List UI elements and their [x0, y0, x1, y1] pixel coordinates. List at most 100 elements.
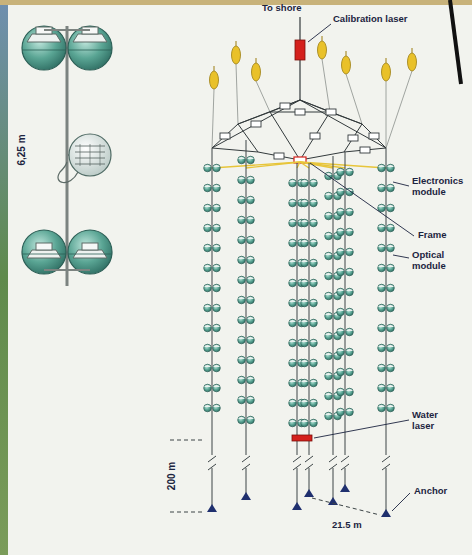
optical-module-symbol — [337, 168, 345, 176]
module-cap — [247, 257, 254, 259]
anchor-symbol — [340, 484, 350, 492]
module-cap — [247, 177, 254, 179]
optical-module-symbol — [378, 404, 386, 412]
housing — [36, 243, 52, 250]
module-cap — [387, 285, 394, 287]
optical-module-symbol — [325, 192, 333, 200]
optical-module-symbol — [204, 304, 212, 312]
module-cap — [378, 385, 385, 387]
optical-module-symbol — [378, 164, 386, 172]
module-cap — [325, 273, 332, 275]
module-cap — [346, 169, 353, 171]
break-mark — [341, 456, 349, 462]
optical-module-symbol — [289, 379, 297, 387]
part-label: Electronics module — [412, 176, 468, 198]
module-cap — [213, 385, 220, 387]
optical-module-symbol — [213, 204, 221, 212]
buoy-stem — [214, 66, 215, 71]
optical-module-symbol — [204, 244, 212, 252]
buoy-rope — [346, 74, 362, 124]
anchor-symbol — [328, 497, 338, 505]
optical-module-symbol — [310, 419, 318, 427]
module-cap — [238, 357, 245, 359]
optical-module-symbol — [68, 26, 112, 70]
module-cap — [310, 220, 317, 222]
frame-bar — [212, 124, 238, 148]
buoy-rope — [236, 64, 238, 124]
module-cap — [238, 217, 245, 219]
electronics-rack — [90, 144, 91, 166]
optical-module-symbol — [213, 184, 221, 192]
optical-module-symbol — [204, 184, 212, 192]
electronics-module-symbol — [360, 147, 370, 153]
optical-module-symbol — [247, 396, 255, 404]
module-cap — [325, 333, 332, 335]
yellow-link — [212, 162, 300, 168]
optical-module-symbol — [337, 228, 345, 236]
module-cap — [247, 337, 254, 339]
buoy-symbol — [318, 36, 327, 59]
module-cap — [204, 285, 211, 287]
optical-module-symbol — [247, 376, 255, 384]
optical-module-symbol — [213, 384, 221, 392]
optical-module-symbol — [325, 252, 333, 260]
optical-module-symbol — [378, 244, 386, 252]
electronics-module-symbol — [274, 153, 284, 159]
module-cap — [310, 240, 317, 242]
module-cap — [238, 397, 245, 399]
optical-module-symbol — [238, 376, 246, 384]
buoy-symbol — [408, 48, 417, 71]
calibration-laser-symbol — [295, 40, 305, 60]
optical-module-symbol — [213, 344, 221, 352]
optical-module-symbol — [238, 416, 246, 424]
optical-module-symbol — [238, 276, 246, 284]
optical-module-symbol — [247, 156, 255, 164]
module-cap — [247, 357, 254, 359]
optical-module-symbol — [346, 248, 354, 256]
module-cap — [378, 285, 385, 287]
optical-module-symbol — [346, 288, 354, 296]
optical-module-symbol — [325, 232, 333, 240]
module-cap — [301, 340, 308, 342]
buoy-rope — [386, 81, 387, 148]
water-laser-symbol — [292, 435, 312, 441]
optical-module-symbol — [289, 279, 297, 287]
frame-bar — [300, 112, 330, 160]
bracket — [44, 29, 90, 31]
module-cap — [378, 205, 385, 207]
module-cap — [387, 325, 394, 327]
part-label: Optical module — [412, 250, 468, 272]
optical-module-symbol — [204, 224, 212, 232]
optical-module-symbol — [346, 328, 354, 336]
electronics-module-symbol — [348, 135, 358, 141]
module-cap — [387, 205, 394, 207]
string-cable — [345, 468, 346, 486]
module-cap — [346, 369, 353, 371]
optical-module-symbol — [301, 199, 309, 207]
optical-module-symbol — [378, 284, 386, 292]
optical-module-symbol — [387, 344, 395, 352]
sphere-equator — [22, 254, 66, 255]
module-cap — [204, 225, 211, 227]
module-cap — [289, 420, 296, 422]
module-cap — [204, 385, 211, 387]
optical-module-symbol — [213, 364, 221, 372]
optical-module-symbol — [22, 26, 66, 70]
frame-bar — [238, 124, 258, 152]
optical-module-symbol — [310, 259, 318, 267]
optical-module-symbol — [378, 324, 386, 332]
optical-module-symbol — [325, 352, 333, 360]
module-cap — [337, 309, 344, 311]
optical-module-symbol — [310, 179, 318, 187]
optical-module-symbol — [346, 388, 354, 396]
module-cap — [310, 180, 317, 182]
module-cap — [247, 317, 254, 319]
optical-module-symbol — [204, 384, 212, 392]
module-cap — [310, 300, 317, 302]
module-cap — [337, 329, 344, 331]
module-cap — [310, 320, 317, 322]
optical-module-symbol — [238, 256, 246, 264]
break-mark — [329, 456, 337, 462]
module-cap — [204, 165, 211, 167]
